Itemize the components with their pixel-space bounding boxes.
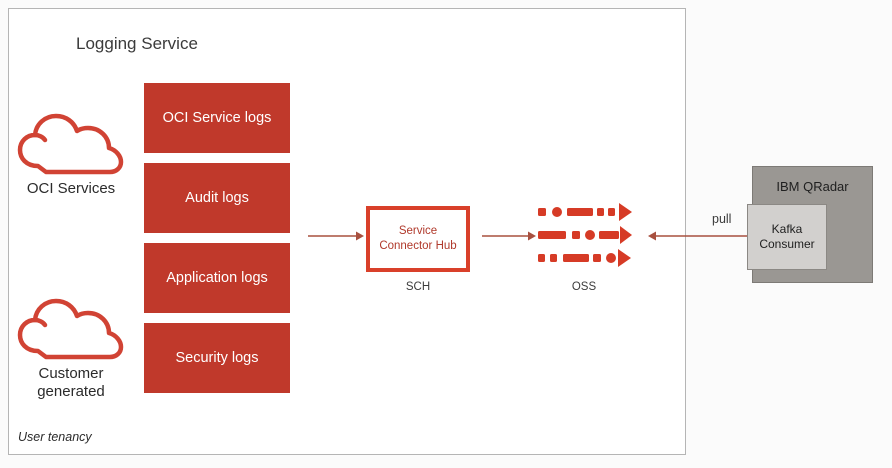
arrow-logs-to-sch: [308, 231, 364, 241]
service-connector-hub-box[interactable]: Service Connector Hub: [366, 206, 470, 272]
sch-label: Service Connector Hub: [379, 225, 457, 252]
arrow-qradar-pull: [648, 231, 752, 241]
log-box-security-logs[interactable]: Security logs: [144, 323, 290, 393]
page-title: Logging Service: [76, 34, 198, 53]
kafka-consumer-box[interactable]: Kafka Consumer: [747, 204, 827, 270]
source-label: OCI Services: [26, 180, 116, 197]
cloud-icon: [17, 113, 124, 175]
log-box-label: Security logs: [175, 350, 259, 366]
source-customer-generated: Customer generated: [16, 295, 126, 400]
source-label: Customer generated: [37, 365, 105, 400]
log-box-audit-logs[interactable]: Audit logs: [144, 163, 290, 233]
cloud-icon: [17, 298, 124, 360]
arrow-sch-to-oss: [482, 231, 536, 241]
qradar-title: IBM QRadar: [776, 179, 849, 194]
stream-arrows-icon: [538, 203, 632, 267]
log-box-application-logs[interactable]: Application logs: [144, 243, 290, 313]
pull-arrow-label: pull: [712, 212, 732, 226]
kafka-consumer-label: Kafka Consumer: [759, 222, 815, 251]
sch-caption: SCH: [405, 281, 431, 293]
log-box-label: OCI Service logs: [162, 110, 272, 126]
user-tenancy-label: User tenancy: [18, 430, 92, 444]
log-box-label: Audit logs: [185, 190, 249, 206]
source-oci-services: OCI Services: [16, 110, 126, 198]
log-box-oci-service-logs[interactable]: OCI Service logs: [144, 83, 290, 153]
oss-caption: OSS: [571, 281, 597, 293]
log-box-label: Application logs: [166, 270, 268, 286]
